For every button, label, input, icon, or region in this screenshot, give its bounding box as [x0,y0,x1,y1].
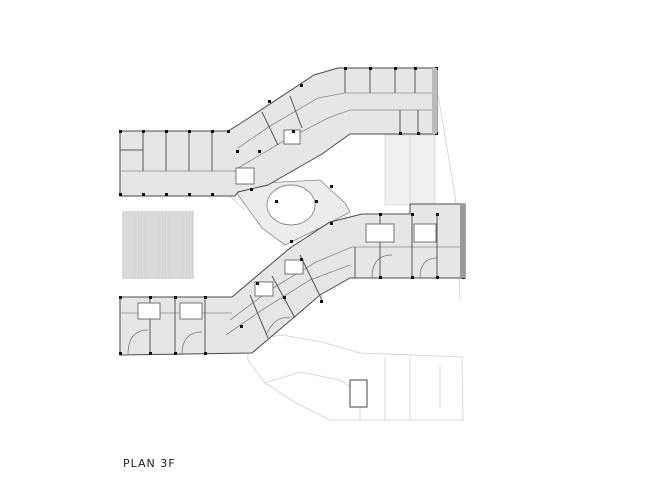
service-blocks [137,129,437,320]
plan-title: PLAN 3F [123,457,176,470]
light-shaft-left-hatch [122,211,194,279]
curved-rooms [127,254,438,356]
stair-lower-level [349,379,368,408]
corridor-lines [120,92,465,336]
courtyard-bridge [236,179,351,246]
facade-strip-right [460,204,465,278]
upper-wing [119,67,438,197]
facade-strip-top [432,68,437,134]
structural-columns [119,67,465,355]
